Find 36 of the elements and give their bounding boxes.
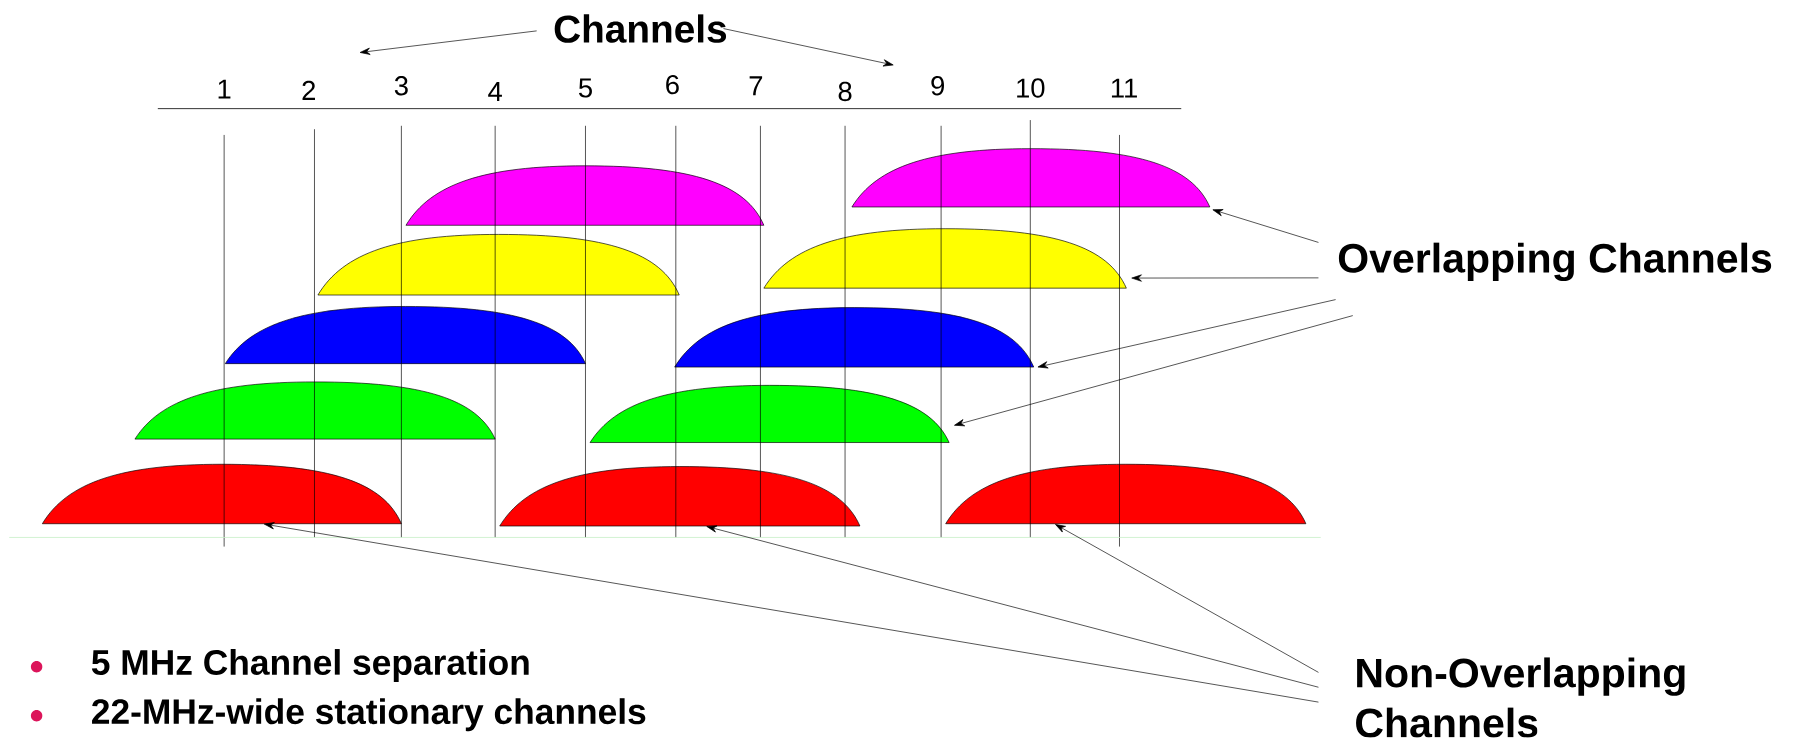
arrow <box>1212 209 1319 243</box>
channel-arc <box>42 464 402 525</box>
channel-arc <box>224 306 586 365</box>
arrow <box>359 30 537 56</box>
bullet-text: 22-MHz-wide stationary channels <box>92 698 646 732</box>
channel-arc <box>317 234 680 296</box>
arrow <box>263 522 1319 703</box>
channel-number: 9 <box>931 76 944 96</box>
channel-arc <box>763 228 1127 289</box>
channel-number: 10 <box>1017 78 1045 98</box>
arrow <box>1037 299 1336 369</box>
arrow <box>1055 524 1319 673</box>
channel-number: 1 <box>218 80 231 99</box>
channel-arc <box>589 385 950 444</box>
channel-number: 7 <box>749 76 763 96</box>
bullet-text: 5 MHz Channel separation <box>91 649 529 683</box>
channel-arc <box>674 307 1035 368</box>
heading-text: Overlapping Channels <box>1338 242 1772 282</box>
arrow <box>723 28 894 67</box>
channel-arc <box>945 464 1307 525</box>
channel-arc <box>405 165 765 226</box>
heading-text: Channels <box>554 14 727 44</box>
channel-number: 6 <box>666 75 679 95</box>
channel-number: 5 <box>579 78 592 98</box>
channel-number: 3 <box>394 76 408 96</box>
arrow <box>706 525 1319 688</box>
channel-arc <box>134 381 496 440</box>
channel-number: 2 <box>302 81 315 101</box>
channel-arc <box>499 466 861 527</box>
channel-number: 11 <box>1111 78 1137 98</box>
arrow <box>1131 274 1319 282</box>
channel-number: 8 <box>838 82 852 102</box>
channel-arc <box>851 148 1211 208</box>
channel-number: 4 <box>488 82 502 102</box>
arrow <box>954 315 1354 427</box>
heading-text: Non-Overlapping Channels <box>1356 657 1685 738</box>
